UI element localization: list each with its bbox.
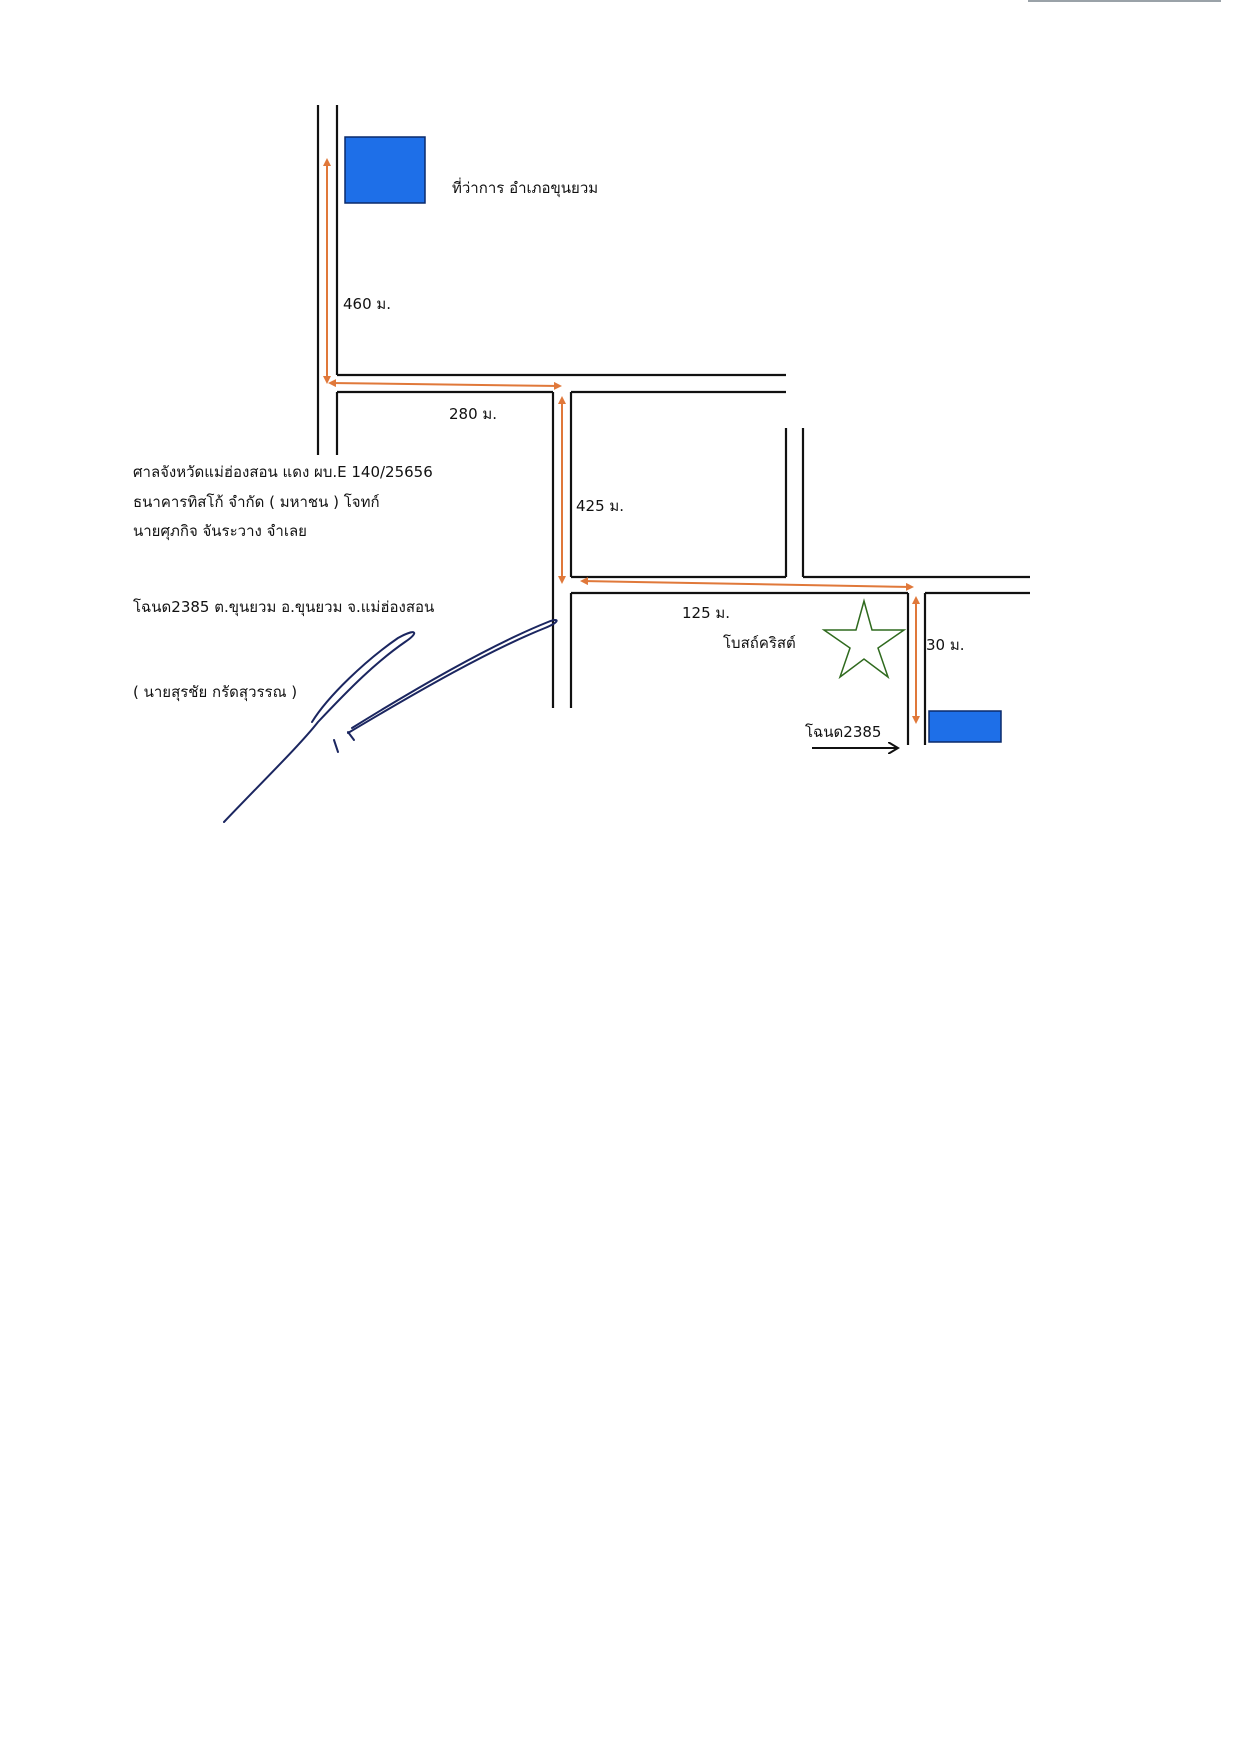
defendant-line: นายศุภกิจ จันระวาง จำเลย [133,522,307,540]
distance-arrows [323,158,920,724]
distance-label-125: 125 ม. [682,604,731,622]
distance-label-30: 30 ม. [926,636,965,654]
deed-location-line: โฉนด2385 ต.ขุนยวม อ.ขุนยวม จ.แม่ฮ่องสอน [133,598,435,616]
church-label: โบสถ์คริสต์ [723,634,796,652]
deed-land-marker [928,710,1002,743]
scan-edge-line [1028,0,1221,2]
distance-label-460: 460 ม. [343,295,392,313]
distance-arrow-125 [580,577,914,591]
deed-label: โฉนด2385 [805,723,882,741]
district-office-label: ที่ว่าการ อำเภอขุนยวม [452,179,599,197]
star-icon [821,598,907,680]
plaintiff-line: ธนาคารทิสโก้ จำกัด ( มหาชน ) โจทก์ [133,493,380,511]
distance-label-280: 280 ม. [449,405,498,423]
district-office-marker [344,136,426,204]
signer-name: ( นายสุรชัย กรัดสุวรรณ ) [133,683,298,701]
court-case-line: ศาลจังหวัดแม่ฮ่องสอน แดง ผบ.E 140/25656 [133,463,433,481]
distance-label-425: 425 ม. [576,497,625,515]
signature [223,618,558,823]
distance-arrow-280 [328,379,562,390]
roads [316,105,1030,745]
